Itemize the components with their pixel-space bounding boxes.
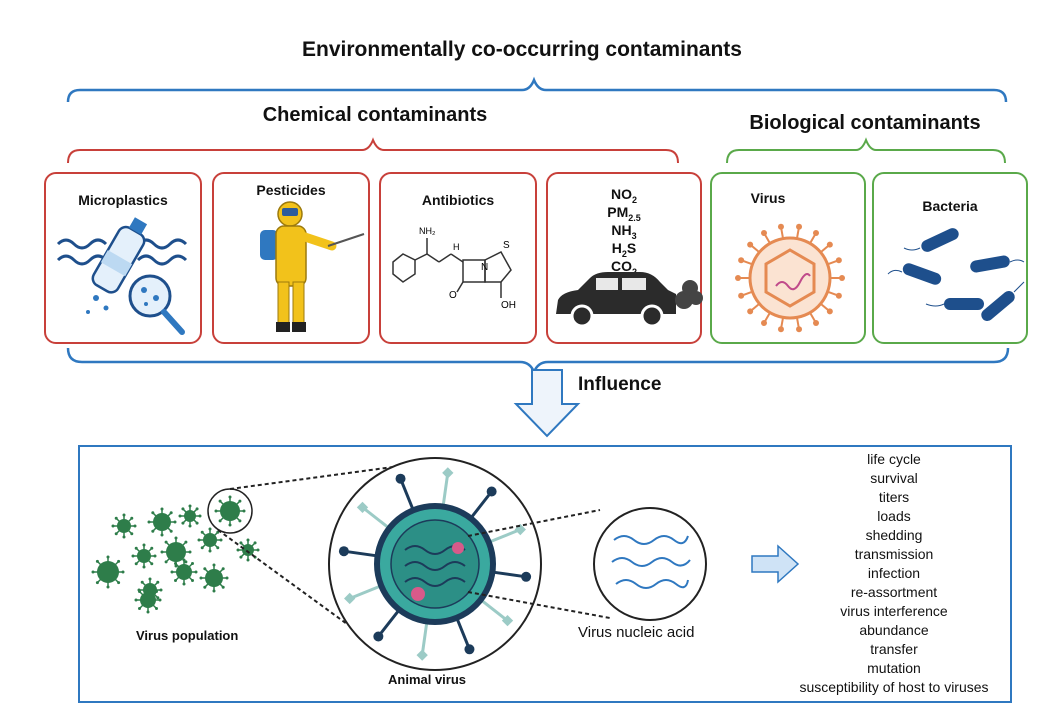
no2-formula: NO2 xyxy=(610,186,637,205)
pesticides-label: Pesticides xyxy=(256,182,326,198)
virus-spike xyxy=(349,584,382,600)
effect-item: abundance xyxy=(859,622,929,638)
n-h-text: H xyxy=(453,242,460,252)
virus-particle xyxy=(236,538,260,562)
effect-item: life cycle xyxy=(867,451,921,467)
virus-label: Virus xyxy=(750,190,786,206)
virus-particle xyxy=(214,495,246,527)
effect-item: transmission xyxy=(854,546,934,562)
effect-item: infection xyxy=(867,565,921,581)
pm25-formula: PM2.5 xyxy=(607,204,641,223)
virus-spike xyxy=(479,598,509,622)
virus-particle xyxy=(178,504,202,528)
pesticides-card: Pesticides xyxy=(212,172,370,344)
biological-contaminants-title: Biological contaminants xyxy=(749,112,981,134)
virus-spike xyxy=(377,608,401,638)
virus-particle xyxy=(170,558,198,586)
virus-particle xyxy=(199,563,229,593)
virus-spike xyxy=(488,528,521,544)
effect-item: transfer xyxy=(870,641,918,657)
pesticide-sprayer-icon xyxy=(260,201,365,332)
virus-nucleic-acid-label: Virus nucleic acid xyxy=(578,624,695,641)
effect-item: mutation xyxy=(867,660,921,676)
effect-item: virus interference xyxy=(840,603,948,619)
chemical-red-bracket xyxy=(67,137,679,164)
virus-particle xyxy=(131,543,157,569)
virus-spike xyxy=(441,472,450,507)
influence-arrow xyxy=(513,369,581,438)
virus-spike xyxy=(469,490,493,520)
virus-spike xyxy=(399,478,415,511)
zoom-line-bottom xyxy=(217,529,359,633)
nh2-text: NH₂ xyxy=(419,226,436,236)
effects-list: life cycle survival titers loads shedding tra… xyxy=(780,450,1008,697)
s-text: S xyxy=(503,240,510,251)
effect-item: re-assortment xyxy=(850,584,938,600)
main-title: Environmentally co-occurring contaminant… xyxy=(302,38,742,61)
effect-item: survival xyxy=(870,470,918,486)
effect-item: titers xyxy=(878,489,910,505)
bacteria-icon xyxy=(887,228,1025,321)
animal-virus-spikes xyxy=(338,467,532,661)
biological-green-bracket xyxy=(726,137,1006,164)
virus-population-label: Virus population xyxy=(136,628,239,643)
bacteria-label: Bacteria xyxy=(922,198,978,214)
virus-spike xyxy=(343,549,378,558)
microplastics-icon xyxy=(56,217,188,335)
antibiotics-card: Antibiotics NH₂ H S N O OH xyxy=(379,172,537,344)
o-text: O xyxy=(449,290,457,301)
virus-spike xyxy=(492,570,527,579)
chemical-contaminants-title: Chemical contaminants xyxy=(262,104,488,126)
car-exhaust-icon xyxy=(556,272,703,328)
virus-spike xyxy=(455,617,471,650)
microplastics-card: Microplastics xyxy=(44,172,202,344)
virus-particle xyxy=(111,513,137,539)
n-text: N xyxy=(481,262,488,273)
virus-particle xyxy=(197,527,223,553)
antibiotics-label: Antibiotics xyxy=(421,192,495,208)
virus-spike xyxy=(361,506,391,530)
oh-text: OH xyxy=(501,300,516,311)
virus-particle xyxy=(91,555,125,589)
air-pollutants-card: NO2 PM2.5 NH3 H2S CO2 xyxy=(546,172,703,344)
microplastics-label: Microplastics xyxy=(78,192,168,208)
virus-particle xyxy=(134,586,162,614)
effects-arrow xyxy=(751,544,800,584)
bacteria-card: Bacteria xyxy=(872,172,1028,344)
virus-effects-panel xyxy=(78,445,1012,703)
effect-item: shedding xyxy=(865,527,923,543)
virus-spike xyxy=(420,621,429,656)
virus-particle xyxy=(147,507,177,537)
nh3-formula: NH3 xyxy=(611,222,637,241)
virus-population-cluster xyxy=(91,495,260,614)
effect-item: loads xyxy=(877,508,911,524)
virus-card: Virus xyxy=(710,172,866,344)
co2-formula: CO2 xyxy=(610,258,637,277)
top-blue-bracket xyxy=(66,76,1008,103)
antibiotic-structure-icon: NH₂ H S N O OH xyxy=(392,226,516,311)
h2s-formula: H2S xyxy=(611,240,637,259)
influence-label: Influence xyxy=(578,374,662,395)
animal-virus-label: Animal virus xyxy=(388,672,467,687)
effect-item: susceptibility of host to viruses xyxy=(799,679,989,695)
virus-particle-icon xyxy=(735,223,845,333)
